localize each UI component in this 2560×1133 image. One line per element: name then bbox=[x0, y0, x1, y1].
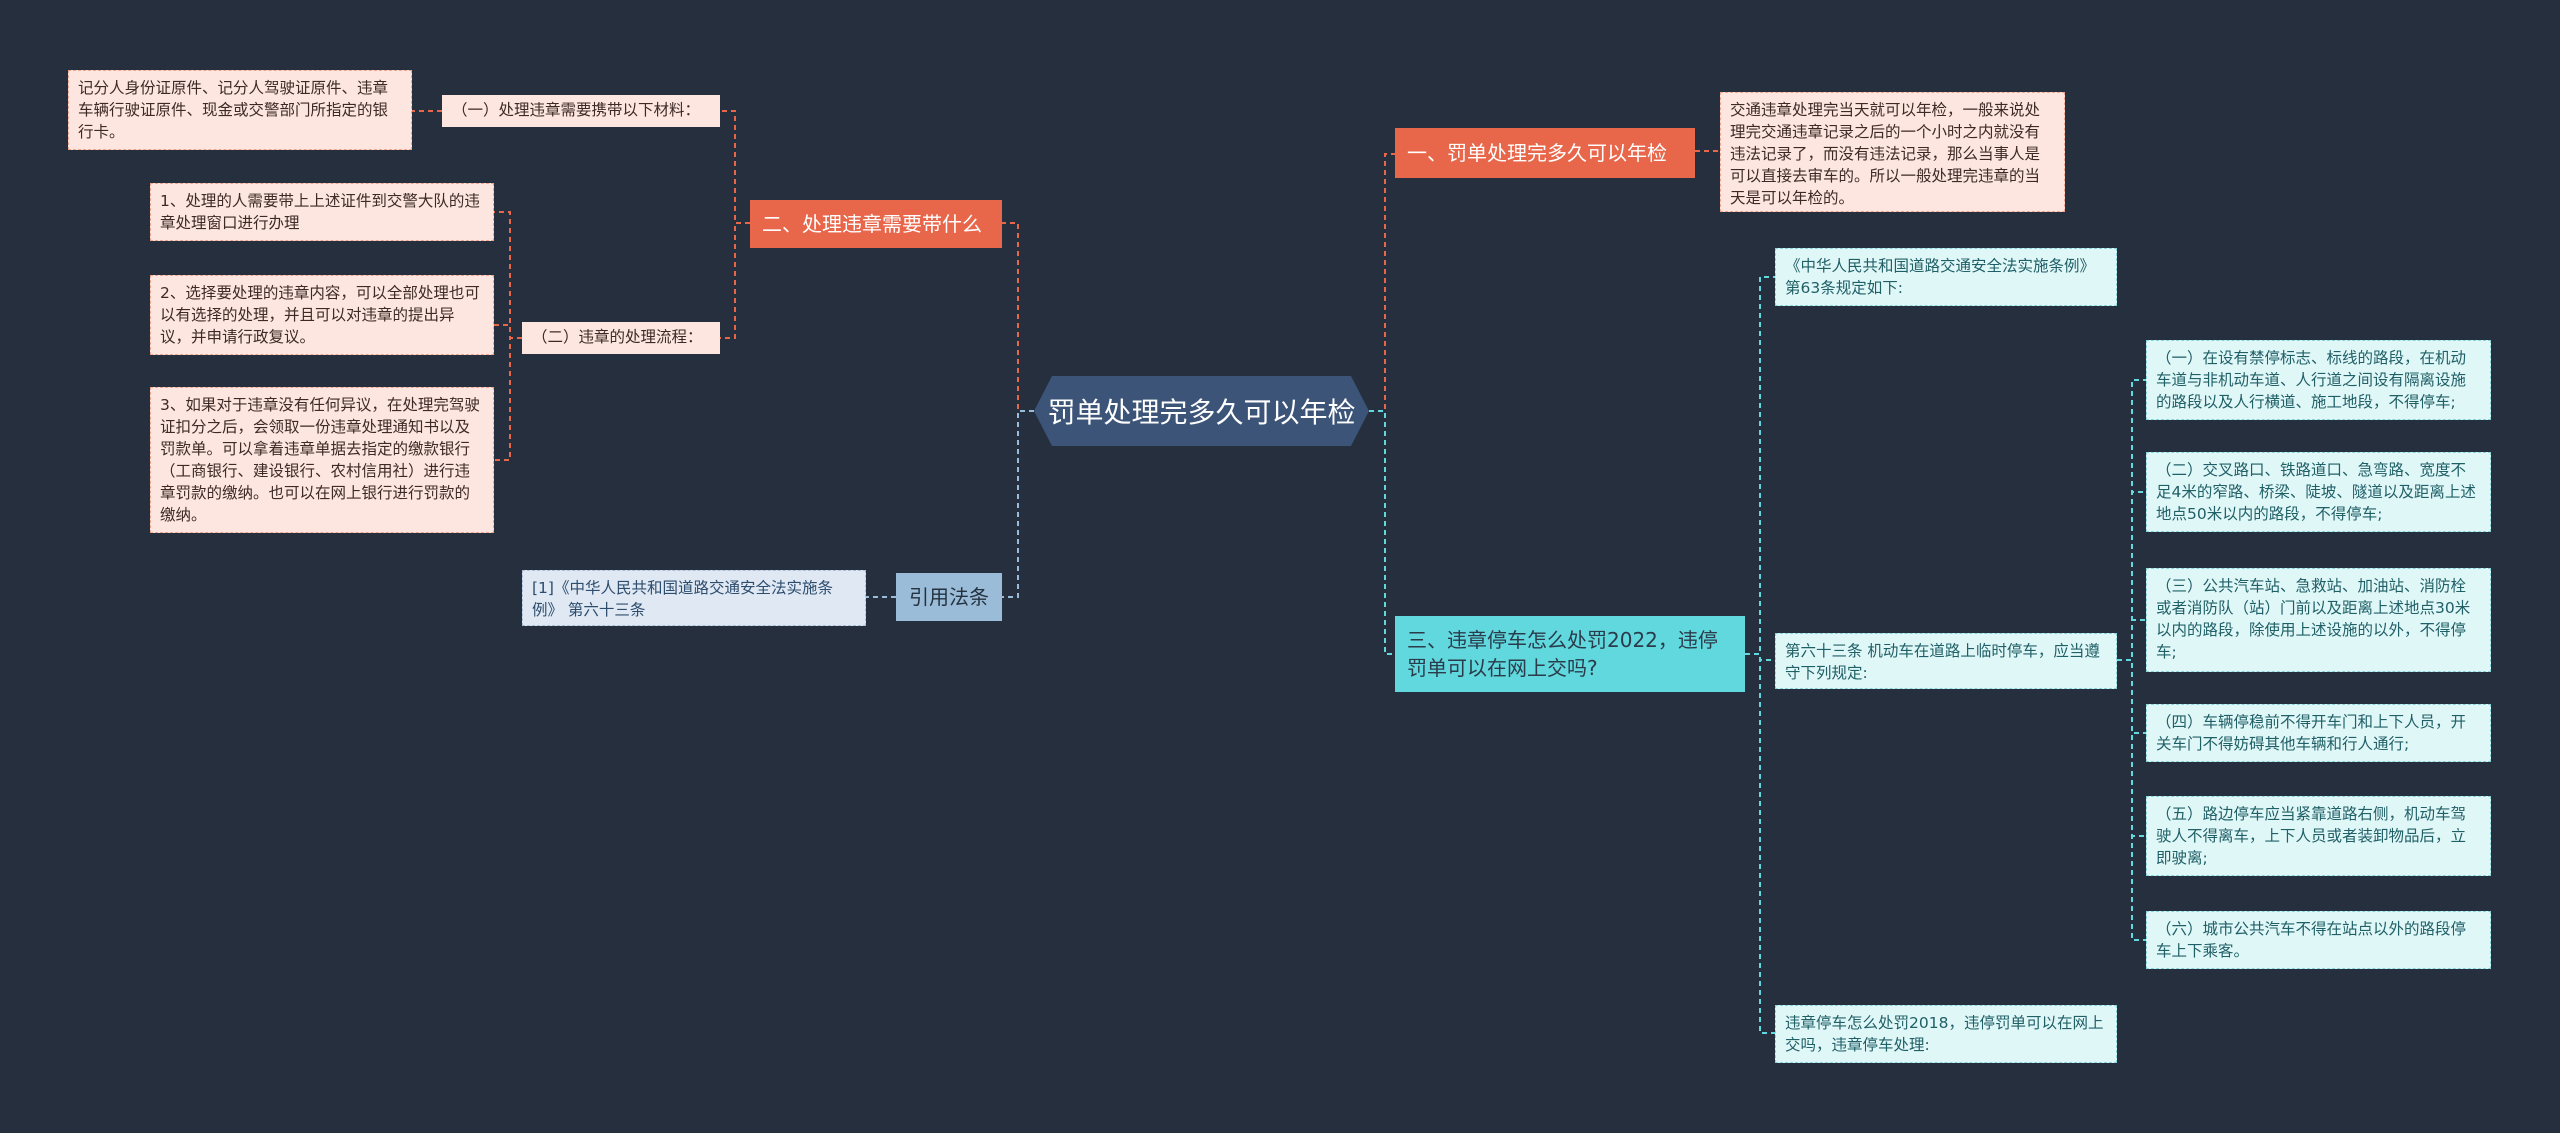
leaf-node-rule-1[interactable]: （一）在设有禁停标志、标线的路段，在机动车道与非机动车道、人行道之间设有隔离设施… bbox=[2146, 340, 2491, 420]
leaf-node-materials[interactable]: 记分人身份证原件、记分人驾驶证原件、违章车辆行驶证原件、现金或交警部门所指定的银… bbox=[68, 70, 412, 150]
leaf-text-rule-2: （二）交叉路口、铁路道口、急弯路、宽度不足4米的窄路、桥梁、陡坡、隧道以及距离上… bbox=[2156, 461, 2476, 523]
sub-text-process: （二）违章的处理流程： bbox=[532, 328, 703, 346]
sub-node-materials[interactable]: （一）处理违章需要携带以下材料： bbox=[442, 95, 720, 127]
leaf-text-rule-4: （四）车辆停稳前不得开车门和上下人员，开关车门不得妨碍其他车辆和行人通行; bbox=[2156, 713, 2467, 753]
leaf-node-process-3[interactable]: 3、如果对于违章没有任何异议，在处理完驾驶证扣分之后，会领取一份违章处理通知书以… bbox=[150, 387, 494, 533]
leaf-node-article-63[interactable]: 第六十三条 机动车在道路上临时停车，应当遵守下列规定: bbox=[1775, 633, 2117, 689]
sub-text-materials: （一）处理违章需要携带以下材料： bbox=[452, 101, 701, 119]
leaf-text-rule-3: （三）公共汽车站、急救站、加油站、消防栓或者消防队（站）门前以及距离上述地点30… bbox=[2156, 577, 2471, 661]
leaf-text-rule-5: （五）路边停车应当紧靠道路右侧，机动车驾驶人不得离车，上下人员或者装卸物品后，立… bbox=[2156, 805, 2467, 867]
leaf-text-citation: [1]《中华人民共和国道路交通安全法实施条例》 第六十三条 bbox=[532, 579, 833, 619]
leaf-node-law[interactable]: 《中华人民共和国道路交通安全法实施条例》第63条规定如下: bbox=[1775, 248, 2117, 306]
leaf-text-rule-1: （一）在设有禁停标志、标线的路段，在机动车道与非机动车道、人行道之间设有隔离设施… bbox=[2156, 349, 2467, 411]
leaf-text-process-3: 3、如果对于违章没有任何异议，在处理完驾驶证扣分之后，会领取一份违章处理通知书以… bbox=[160, 396, 480, 524]
leaf-node-process-1[interactable]: 1、处理的人需要带上上述证件到交警大队的违章处理窗口进行办理 bbox=[150, 183, 494, 241]
branch-node-2[interactable]: 二、处理违章需要带什么 bbox=[750, 200, 1002, 248]
branch-label-1: 一、罚单处理完多久可以年检 bbox=[1407, 141, 1667, 165]
leaf-text-article-63: 第六十三条 机动车在道路上临时停车，应当遵守下列规定: bbox=[1785, 642, 2100, 682]
leaf-node-penalty[interactable]: 违章停车怎么处罚2018，违停罚单可以在网上交吗，违章停车处理: bbox=[1775, 1005, 2117, 1063]
branch-label-2: 二、处理违章需要带什么 bbox=[762, 212, 982, 236]
root-node[interactable]: 罚单处理完多久可以年检 bbox=[1034, 376, 1369, 446]
leaf-text-rule-6: （六）城市公共汽车不得在站点以外的路段停车上下乘客。 bbox=[2156, 920, 2467, 960]
leaf-node-citation[interactable]: [1]《中华人民共和国道路交通安全法实施条例》 第六十三条 bbox=[522, 570, 866, 626]
leaf-text-inspection: 交通违章处理完当天就可以年检，一般来说处理完交通违章记录之后的一个小时之内就没有… bbox=[1730, 101, 2041, 207]
leaf-text-process-1: 1、处理的人需要带上上述证件到交警大队的违章处理窗口进行办理 bbox=[160, 192, 480, 232]
leaf-node-rule-6[interactable]: （六）城市公共汽车不得在站点以外的路段停车上下乘客。 bbox=[2146, 911, 2491, 969]
leaf-node-process-2[interactable]: 2、选择要处理的违章内容，可以全部处理也可以有选择的处理，并且可以对违章的提出异… bbox=[150, 275, 494, 355]
branch-label-3: 三、违章停车怎么处罚2022，违停罚单可以在网上交吗? bbox=[1407, 628, 1718, 680]
leaf-node-rule-3[interactable]: （三）公共汽车站、急救站、加油站、消防栓或者消防队（站）门前以及距离上述地点30… bbox=[2146, 568, 2491, 672]
leaf-node-rule-5[interactable]: （五）路边停车应当紧靠道路右侧，机动车驾驶人不得离车，上下人员或者装卸物品后，立… bbox=[2146, 796, 2491, 876]
branch-node-4[interactable]: 引用法条 bbox=[896, 573, 1002, 621]
branch-node-1[interactable]: 一、罚单处理完多久可以年检 bbox=[1395, 128, 1695, 178]
leaf-text-law: 《中华人民共和国道路交通安全法实施条例》第63条规定如下: bbox=[1785, 257, 2096, 297]
leaf-text-process-2: 2、选择要处理的违章内容，可以全部处理也可以有选择的处理，并且可以对违章的提出异… bbox=[160, 284, 480, 346]
root-title: 罚单处理完多久可以年检 bbox=[1047, 396, 1356, 429]
branch-label-4: 引用法条 bbox=[909, 585, 989, 609]
leaf-node-rule-4[interactable]: （四）车辆停稳前不得开车门和上下人员，开关车门不得妨碍其他车辆和行人通行; bbox=[2146, 704, 2491, 762]
leaf-node-rule-2[interactable]: （二）交叉路口、铁路道口、急弯路、宽度不足4米的窄路、桥梁、陡坡、隧道以及距离上… bbox=[2146, 452, 2491, 532]
leaf-text-materials: 记分人身份证原件、记分人驾驶证原件、违章车辆行驶证原件、现金或交警部门所指定的银… bbox=[78, 79, 389, 141]
branch-node-3[interactable]: 三、违章停车怎么处罚2022，违停罚单可以在网上交吗? bbox=[1395, 616, 1745, 692]
leaf-text-penalty: 违章停车怎么处罚2018，违停罚单可以在网上交吗，违章停车处理: bbox=[1785, 1014, 2104, 1054]
sub-node-process[interactable]: （二）违章的处理流程： bbox=[522, 322, 720, 354]
leaf-node-inspection[interactable]: 交通违章处理完当天就可以年检，一般来说处理完交通违章记录之后的一个小时之内就没有… bbox=[1720, 92, 2065, 212]
